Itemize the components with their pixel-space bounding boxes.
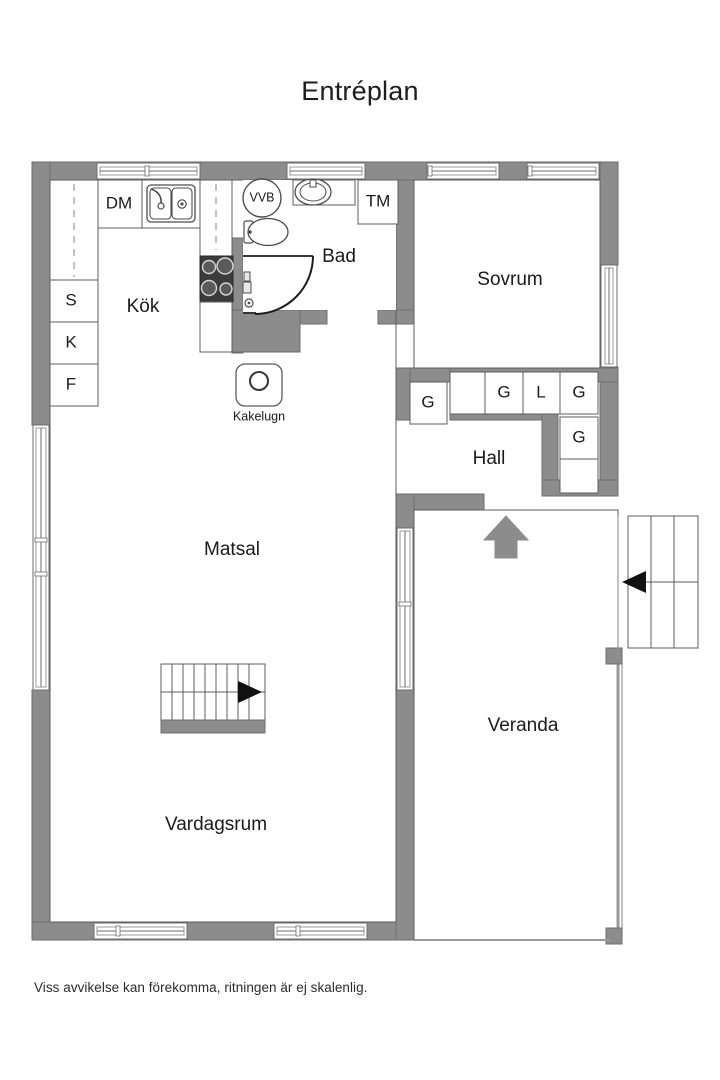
kitchen-counter-left: [49, 179, 99, 281]
label-washing-machine: TM: [366, 191, 391, 210]
room-label-veranda: Veranda: [488, 715, 559, 736]
window-bedroom-top-left: [426, 162, 500, 180]
label-wardrobe-g1: G: [421, 392, 434, 411]
room-label-kok: Kök: [127, 296, 160, 317]
label-cabinet-s: S: [65, 290, 76, 309]
water-heater-vvb: [242, 178, 282, 218]
room-label-matsal: Matsal: [204, 539, 260, 560]
tiled-stove-kakelugn: [235, 363, 283, 407]
dishwasher-box: [97, 179, 143, 229]
wardrobe-row-divider: [449, 371, 486, 415]
label-cabinet-f: F: [66, 374, 76, 393]
wardrobe-g1-box: [409, 381, 448, 425]
wardrobe-g3-box: [559, 371, 599, 415]
window-dining-left: [32, 424, 50, 691]
toilet: [243, 217, 289, 247]
label-wardrobe-g4: G: [572, 427, 585, 446]
window-bathroom: [286, 162, 366, 180]
window-living-bottom-left: [93, 922, 188, 940]
fixture-labels: DM VVB TM S K F Kakelugn G G L G G: [65, 190, 585, 446]
room-labels: Kök Bad Sovrum Hall Matsal Vardagsrum Ve…: [127, 246, 559, 835]
page-title: Entréplan: [301, 76, 419, 106]
window-bedroom-top-right: [526, 162, 600, 180]
room-label-hall: Hall: [473, 448, 506, 469]
window-living-bottom-right: [273, 922, 368, 940]
disclaimer-text: Viss avvikelse kan förekomma, ritningen …: [34, 980, 368, 995]
exterior-staircase: [622, 515, 699, 649]
window-bedroom-right: [600, 264, 618, 368]
stove-hob: [199, 255, 234, 303]
sink-unit: [141, 179, 201, 229]
veranda-railing: [414, 516, 623, 945]
washing-machine-box: [357, 179, 399, 225]
shower-enclosure: [242, 255, 314, 315]
entrance-arrow: [482, 515, 530, 559]
cabinet-s-box: [49, 279, 99, 323]
window-dining-veranda: [396, 527, 414, 691]
cabinet-k-box: [49, 321, 99, 365]
room-label-vardagsrum: Vardagsrum: [165, 814, 267, 835]
label-wardrobe-g2: G: [497, 382, 510, 401]
room-label-sovrum: Sovrum: [477, 269, 542, 290]
room-label-bad: Bad: [322, 246, 356, 267]
label-wardrobe-g3: G: [572, 382, 585, 401]
label-cabinet-k: K: [65, 332, 77, 351]
wardrobe-g4-box: [559, 416, 599, 494]
cabinet-f-box: [49, 363, 99, 407]
label-wardrobe-l: L: [536, 382, 545, 401]
counter-below-kitchen: [199, 301, 233, 353]
washbasin: [292, 178, 356, 206]
window-kitchen: [96, 162, 201, 180]
label-tiled-stove: Kakelugn: [233, 409, 285, 423]
interior-staircase: [160, 663, 266, 734]
label-water-heater: VVB: [249, 190, 274, 204]
label-dishwasher: DM: [106, 193, 132, 212]
wardrobe-g2-box: [484, 371, 524, 415]
